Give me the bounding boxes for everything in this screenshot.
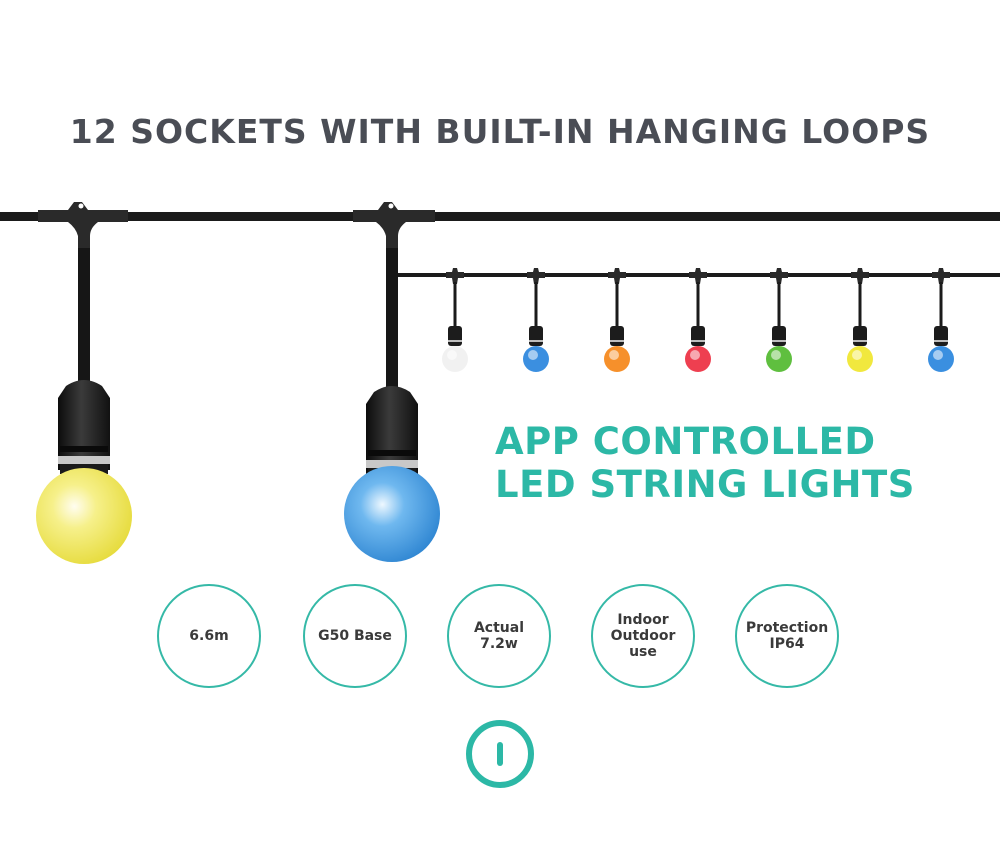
small-bulbs	[442, 268, 954, 372]
feature-badge-use: Indoor Outdoor use	[591, 584, 695, 688]
feature-badge-base: G50 Base	[303, 584, 407, 688]
feature-badge-power: Actual 7.2w	[447, 584, 551, 688]
headline-line-1: APP CONTROLLED	[495, 420, 876, 463]
small-bulb-5	[766, 268, 792, 372]
bulb-yellow	[36, 468, 132, 564]
small-bulb-6	[847, 268, 873, 372]
small-bulb-1	[442, 268, 468, 372]
small-bulb-3	[604, 268, 630, 372]
main-cable	[0, 212, 1000, 221]
big-socket-left	[36, 202, 132, 564]
page-title: 12 SOCKETS WITH BUILT-IN HANGING LOOPS	[69, 112, 931, 151]
feature-badges: 6.6m G50 Base Actual 7.2w Indoor Outdoor…	[157, 584, 847, 690]
bulb-blue	[344, 466, 440, 562]
small-bulb-2	[523, 268, 549, 372]
feature-badge-protection: Protection IP64	[735, 584, 839, 688]
power-icon[interactable]	[464, 718, 536, 790]
small-bulb-7	[928, 268, 954, 372]
headline: APP CONTROLLED LED STRING LIGHTS	[495, 420, 915, 506]
small-bulb-4	[685, 268, 711, 372]
headline-line-2: LED STRING LIGHTS	[495, 463, 915, 506]
big-socket-right	[344, 202, 440, 562]
feature-badge-length: 6.6m	[157, 584, 261, 688]
